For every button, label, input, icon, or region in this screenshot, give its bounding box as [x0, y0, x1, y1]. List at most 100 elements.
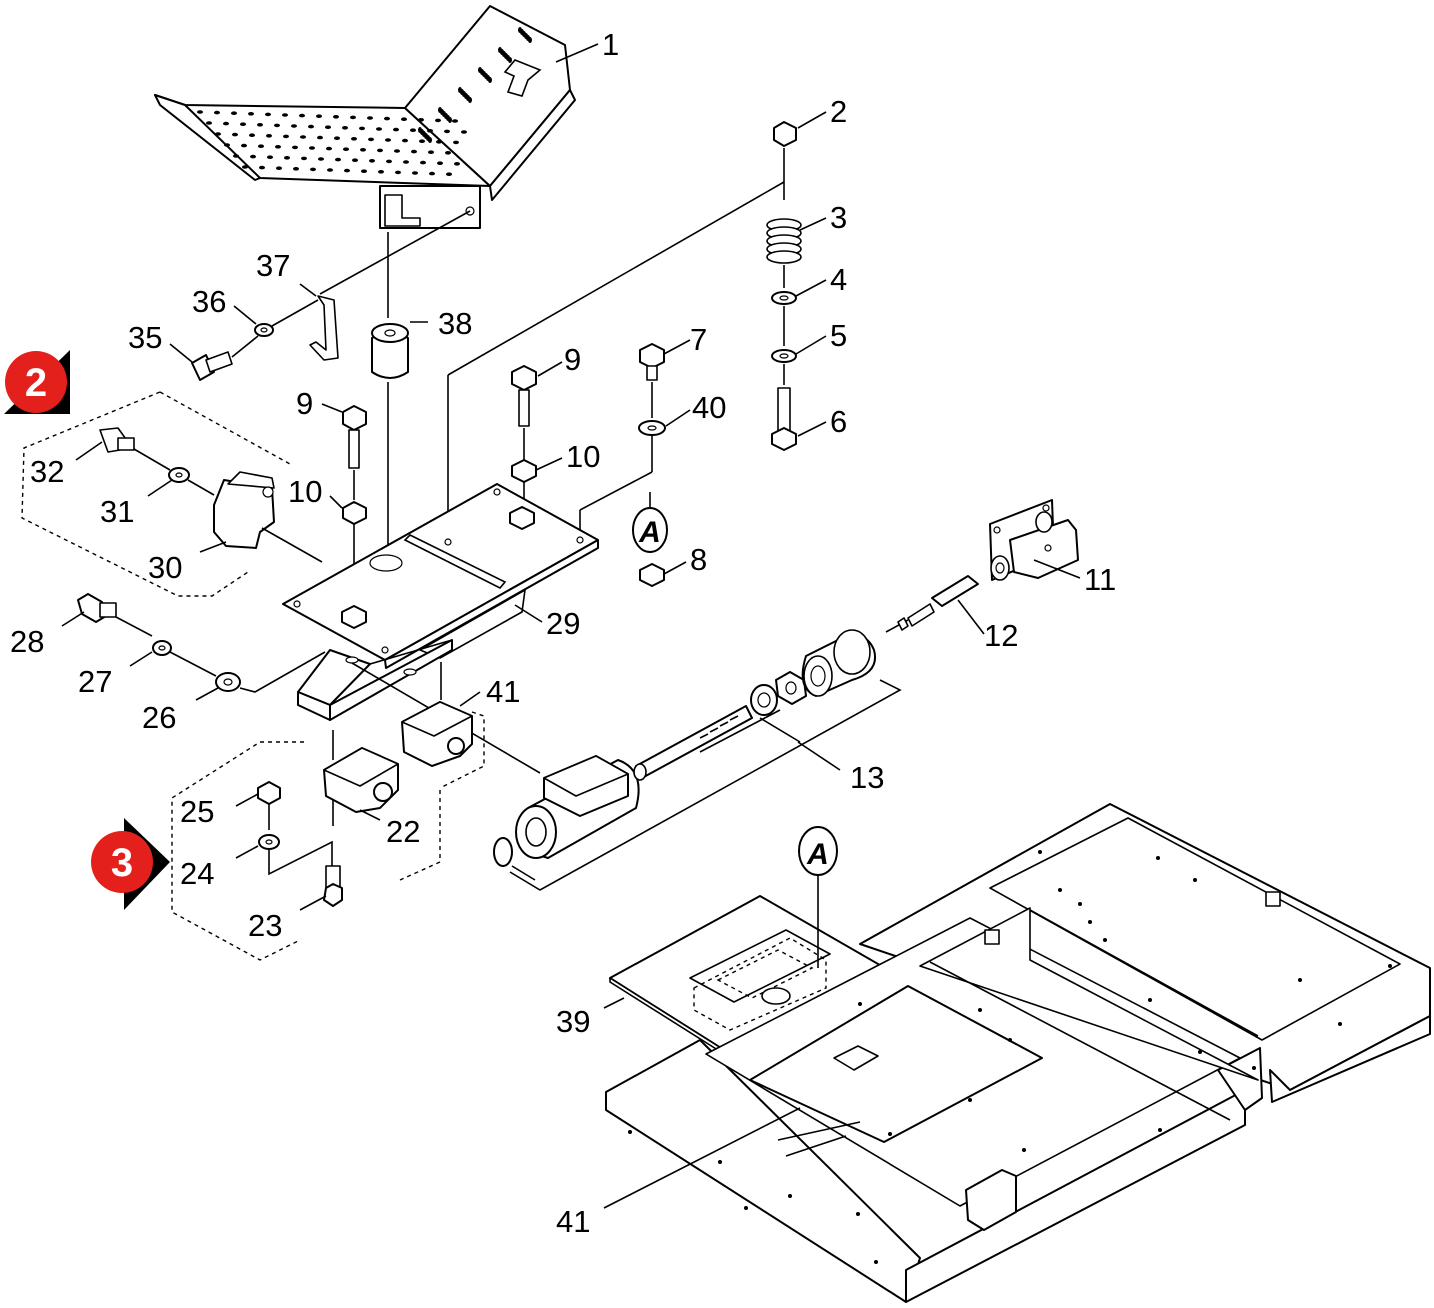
- part-2-nut: [773, 121, 797, 200]
- frame-hole: [888, 1132, 892, 1136]
- view-marker-2[interactable]: 2: [4, 350, 70, 414]
- callout-1: 1: [602, 27, 619, 62]
- frame-hole: [1148, 998, 1152, 1002]
- view-2-detail-group: [21, 391, 323, 597]
- callout-10-right: 10: [566, 439, 600, 474]
- perforation-hole: [266, 134, 272, 138]
- callout-numbers: 1 2 3 4 5 6 7 40 8 9 10 9 10 11 12 13 29…: [10, 27, 1116, 1239]
- part-5-washer: [771, 349, 797, 385]
- perforation-hole: [418, 118, 424, 122]
- perforation-hole: [240, 122, 246, 126]
- perforation-hole: [299, 113, 305, 118]
- perforation-hole: [301, 156, 307, 161]
- part-26-washer: [215, 651, 326, 693]
- perforation-hole: [276, 166, 282, 170]
- callout-31: 31: [100, 494, 134, 529]
- frame-hole: [968, 1098, 972, 1102]
- callout-22: 22: [386, 814, 420, 849]
- perforation-hole: [335, 157, 341, 162]
- perforation-hole: [360, 148, 366, 152]
- perforation-hole: [401, 117, 407, 121]
- view-marker-3[interactable]: 3: [91, 818, 170, 910]
- view-marker-2-label: 2: [25, 361, 47, 405]
- perforation-hole: [498, 47, 502, 53]
- perforation-hole: [241, 143, 247, 148]
- callout-2: 2: [830, 94, 847, 129]
- perforation-hole: [248, 112, 254, 116]
- callout-9-left: 9: [296, 386, 313, 421]
- perforation-hole: [242, 165, 248, 169]
- perforation-hole: [395, 170, 401, 175]
- view-3-detail-group: [171, 730, 441, 961]
- callout-8: 8: [690, 542, 707, 577]
- perforation-hole: [458, 87, 462, 93]
- frame-hole: [1198, 1050, 1202, 1054]
- ref-a-bottom-marker: A: [798, 826, 838, 968]
- part-37-bracket: [309, 210, 471, 361]
- slide-bracket: [297, 639, 541, 774]
- perforation-hole: [259, 165, 265, 170]
- frame-hole: [1298, 978, 1302, 982]
- frame-hole: [1158, 1128, 1162, 1132]
- perforation-hole: [258, 144, 264, 148]
- callout-6: 6: [830, 404, 847, 439]
- perforation-hole: [453, 140, 459, 145]
- perforation-hole: [393, 127, 399, 132]
- part-4-washer: [771, 291, 797, 346]
- perforation-hole: [265, 112, 271, 117]
- perforation-hole: [437, 161, 443, 165]
- part-28-bolt: [77, 593, 153, 637]
- perforation-hole: [438, 107, 442, 113]
- part-13-actuator: [493, 629, 902, 891]
- perforation-hole: [250, 154, 256, 159]
- callout-9-right: 9: [564, 342, 581, 377]
- frame-hole: [1058, 888, 1062, 892]
- callout-36: 36: [192, 284, 226, 319]
- perforation-hole: [317, 135, 323, 140]
- perforation-hole: [454, 162, 460, 166]
- perforation-hole: [518, 27, 522, 33]
- perforation-hole: [361, 169, 367, 173]
- part-3-spring: [766, 218, 802, 288]
- perforation-hole: [378, 170, 384, 174]
- perforation-hole: [292, 145, 298, 150]
- callout-24: 24: [180, 856, 214, 891]
- ref-a-bottom-label: A: [806, 838, 829, 871]
- perforation-hole: [352, 158, 358, 162]
- part-11-bracket: [989, 499, 1079, 581]
- perforation-hole: [452, 119, 458, 123]
- view-marker-3-badge: [91, 831, 153, 893]
- callout-25: 25: [180, 794, 214, 829]
- frame-hole: [1338, 1022, 1342, 1026]
- frame-hole: [1103, 938, 1107, 942]
- perforation-hole: [427, 129, 433, 133]
- leader-axis-2: [447, 181, 785, 376]
- callout-3: 3: [830, 200, 847, 235]
- footrest-perforations: [197, 27, 532, 176]
- ref-a-top-marker: A: [632, 507, 668, 553]
- view-marker-3-label: 3: [111, 841, 133, 885]
- perforation-hole: [326, 146, 332, 151]
- callout-5: 5: [830, 318, 847, 353]
- callout-26: 26: [142, 700, 176, 735]
- frame-hole: [856, 1212, 860, 1216]
- callout-7: 7: [690, 322, 707, 357]
- perforation-hole: [308, 124, 314, 129]
- part-12-pin: [885, 575, 979, 633]
- perforation-hole: [369, 159, 375, 163]
- part-36-washer: [231, 299, 319, 358]
- frame-hole: [1022, 1148, 1026, 1152]
- callout-29: 29: [546, 606, 580, 641]
- perforation-hole: [478, 67, 482, 73]
- perforation-hole: [429, 171, 435, 176]
- perforation-hole: [325, 125, 331, 129]
- seat-frame: [605, 803, 1431, 1303]
- perforation-hole: [435, 118, 441, 123]
- perforation-hole: [223, 121, 229, 126]
- perforation-hole: [377, 148, 383, 153]
- perforation-hole: [428, 150, 434, 154]
- callout-35: 35: [128, 320, 162, 355]
- perforation-hole: [284, 156, 290, 160]
- perforation-hole: [394, 149, 400, 153]
